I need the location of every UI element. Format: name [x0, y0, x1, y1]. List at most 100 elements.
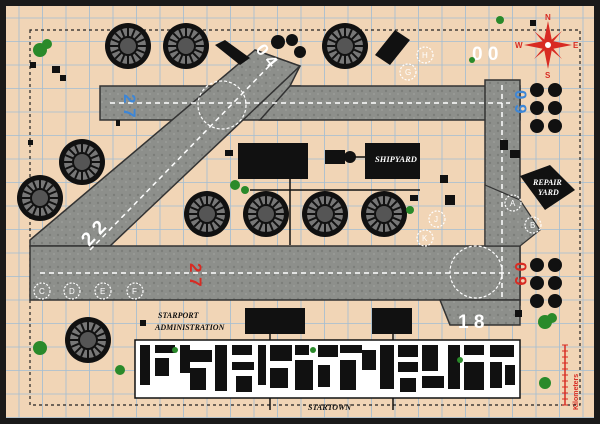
runway-system: [29, 49, 541, 326]
town-building: [270, 368, 288, 388]
tree-icon: [539, 377, 551, 389]
admin-building: [245, 308, 305, 334]
town-building: [295, 345, 309, 355]
shipyard-building: [365, 143, 420, 179]
svg-text:H: H: [422, 51, 428, 60]
landing-pad-j: J: [428, 210, 446, 228]
town-building: [400, 378, 416, 392]
landing-pad-e: E: [94, 282, 112, 300]
hangar-icon: [361, 191, 407, 237]
terminal-building: [238, 143, 308, 179]
compass-e: E: [573, 41, 579, 50]
startown-district: [134, 339, 521, 399]
town-building: [236, 376, 252, 392]
hangar-icon: [163, 23, 209, 69]
trees: [33, 16, 557, 389]
perimeter-fence: [29, 29, 581, 406]
runway-label-18: 1 8: [458, 312, 484, 333]
tree-icon: [496, 16, 504, 24]
runway-label-09-bottom: 0 9: [511, 262, 530, 286]
tree-icon: [406, 206, 414, 214]
svg-text:A: A: [510, 199, 516, 208]
tree-icon: [42, 39, 52, 49]
town-building: [295, 360, 313, 390]
svg-text:D: D: [69, 287, 75, 296]
centerline-04-22: [89, 59, 276, 251]
svg-text:J: J: [434, 215, 438, 224]
landing-pad-k: K: [416, 229, 434, 247]
shipyard-label: SHIPYARD: [375, 154, 417, 164]
svg-text:B: B: [530, 221, 535, 230]
runway-label-00: 0 0: [472, 44, 498, 65]
town-building: [490, 362, 502, 388]
tree-icon: [33, 341, 47, 355]
town-building: [362, 350, 376, 370]
tree-icon: [115, 365, 125, 375]
repair-yard-building: [520, 165, 575, 210]
runway-label-27-top: 2 7: [120, 94, 139, 118]
town-building: [398, 362, 418, 372]
runway-label-27-bottom: 2 7: [186, 263, 205, 287]
town-building: [258, 345, 266, 385]
town-building: [398, 345, 418, 357]
building-block: [375, 30, 410, 65]
landing-pad-f: F: [126, 282, 144, 300]
repair-yard-label-2: YARD: [538, 188, 559, 197]
town-building: [190, 368, 206, 390]
town-building: [155, 345, 175, 353]
landing-pad-c: C: [33, 282, 51, 300]
town-building: [180, 345, 190, 373]
town-building: [340, 345, 362, 353]
compass-w: W: [515, 41, 523, 50]
hangar-group: [17, 23, 407, 363]
scale-bar: Kilometers: [562, 344, 580, 410]
compass-n: N: [545, 13, 551, 22]
town-building: [318, 345, 338, 357]
landing-pad-a: A: [504, 194, 522, 212]
town-building: [380, 345, 394, 389]
landing-pad-g: G: [399, 63, 417, 81]
town-building: [464, 362, 484, 390]
hangar-icon: [17, 175, 63, 221]
town-building: [490, 345, 514, 357]
landing-pads: A B C D E F G H JK: [33, 46, 542, 300]
building-block: [215, 40, 250, 65]
town-building: [422, 345, 438, 371]
intersection-circle-bottom: [449, 245, 503, 299]
scale-label: Kilometers: [573, 374, 580, 410]
town-building: [464, 345, 484, 355]
hangar-icon: [59, 139, 105, 185]
town-building: [505, 365, 515, 385]
tree-icon: [230, 180, 240, 190]
landing-pod-cluster: [530, 258, 562, 308]
hangar-icon: [65, 317, 111, 363]
town-building: [232, 345, 252, 355]
town-building: [448, 345, 460, 389]
svg-text:E: E: [100, 287, 105, 296]
tree-icon: [547, 313, 557, 323]
admin-label-2: ADMINISTRATION: [154, 323, 226, 332]
town-building: [422, 376, 444, 388]
pod-clusters: [271, 34, 356, 163]
repair-yard-label-1: REPAIR: [532, 178, 562, 187]
town-building: [215, 345, 227, 391]
landing-pad-h: H: [416, 46, 434, 64]
compass-rose: N E S W: [515, 13, 579, 80]
svg-text:C: C: [39, 287, 45, 296]
town-building: [232, 362, 254, 370]
town-building: [190, 350, 212, 362]
hangar-icon: [322, 23, 368, 69]
tree-icon: [469, 57, 475, 63]
hangar-icon: [105, 23, 151, 69]
landing-pod-groups: [530, 83, 562, 308]
tree-icon: [241, 186, 249, 194]
hangar-icon: [302, 191, 348, 237]
runway-18-apron: [438, 299, 521, 326]
svg-text:F: F: [132, 287, 137, 296]
hangar-icon: [184, 191, 230, 237]
intersection-circle-top: [197, 80, 247, 130]
town-building: [318, 365, 330, 387]
town-building: [155, 358, 169, 376]
startown-label: STARTOWN: [308, 403, 352, 412]
svg-text:G: G: [405, 68, 411, 77]
